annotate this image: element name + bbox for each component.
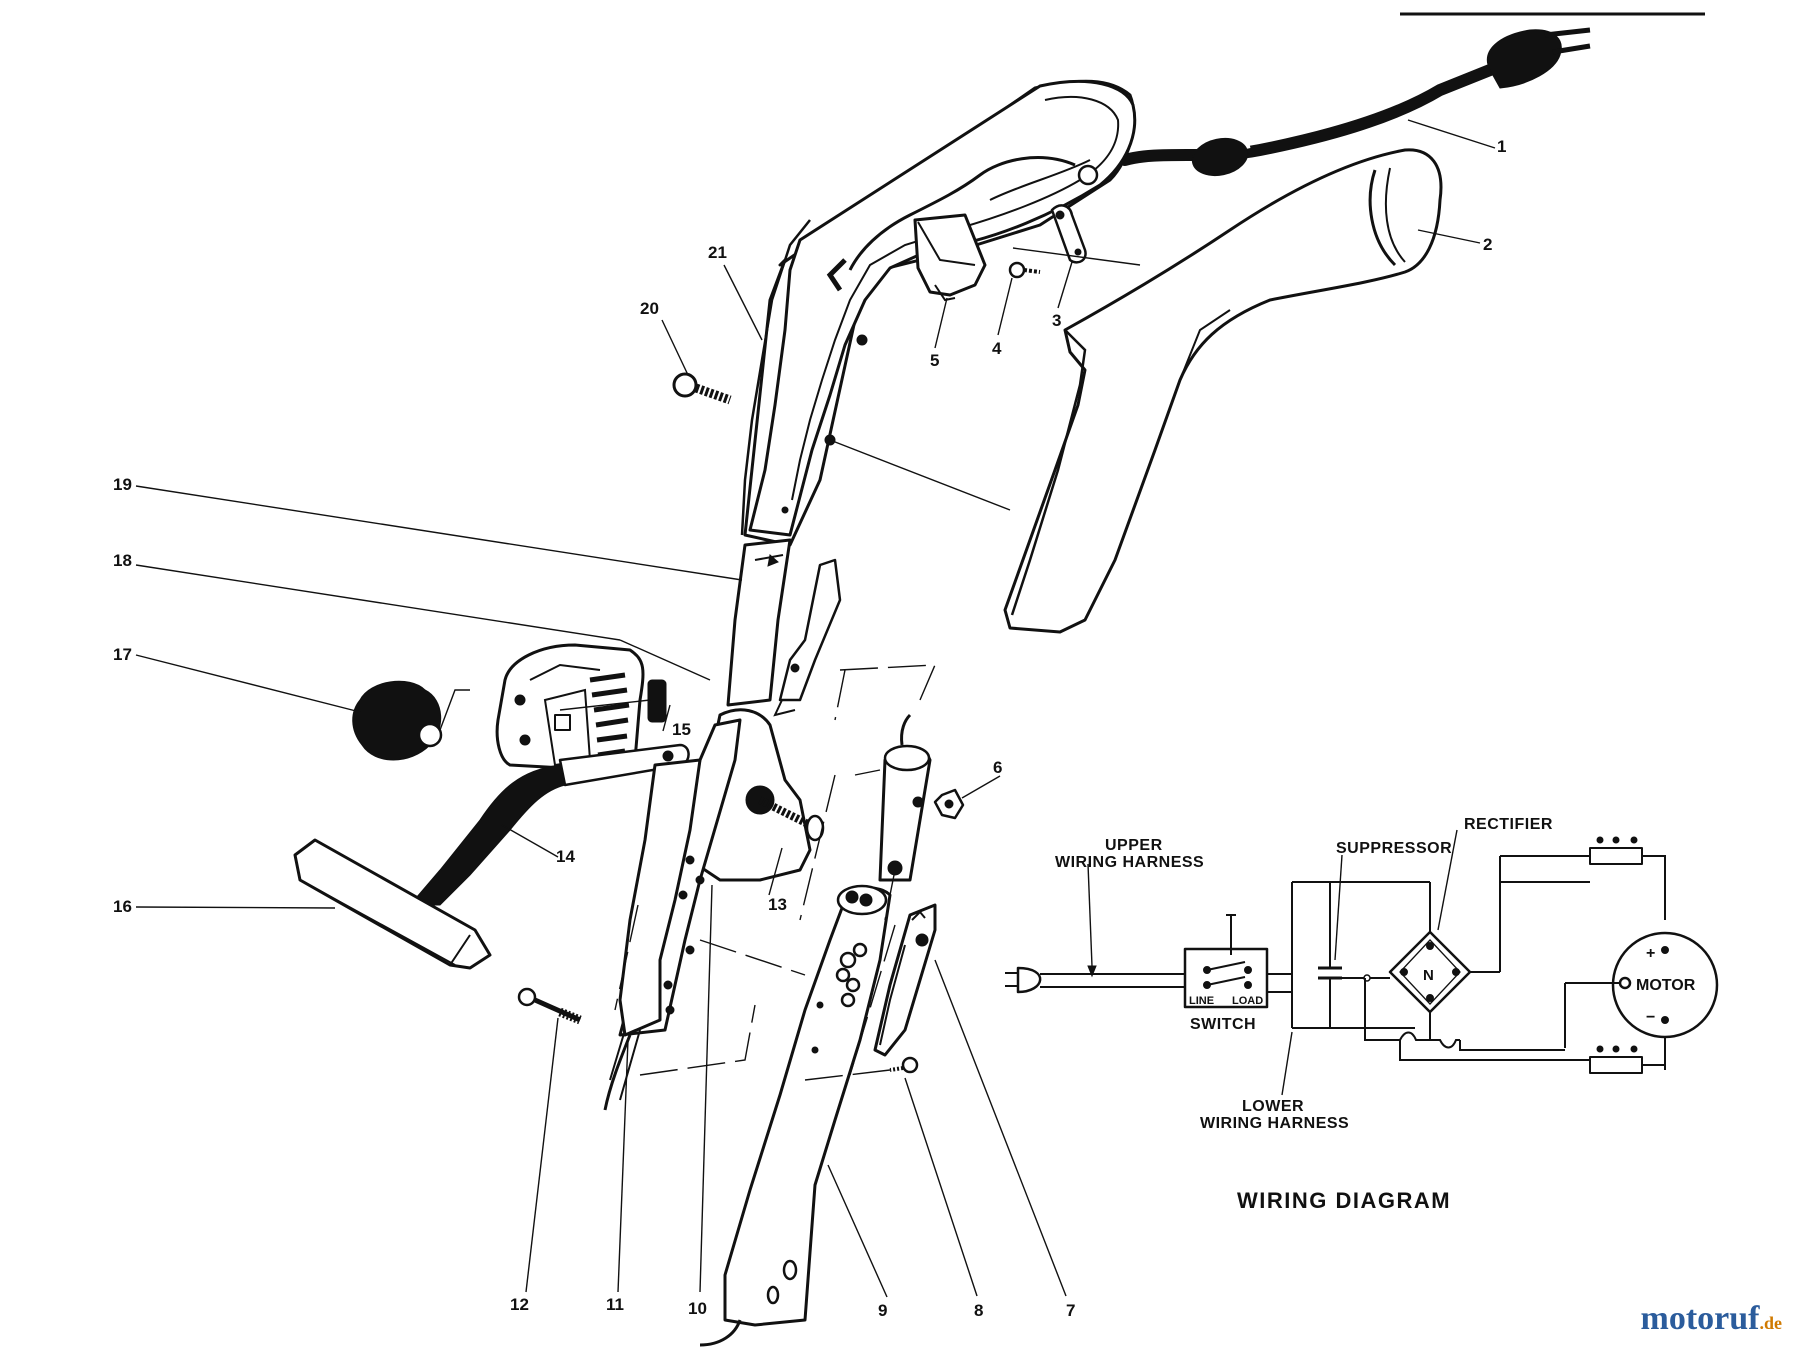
callout-13: 13 <box>768 895 787 914</box>
screw-4 <box>1008 261 1041 279</box>
switch-part <box>913 213 987 302</box>
lower-harness-label-1: LOWER <box>1242 1098 1304 1115</box>
lower-harness-label-2: WIRING HARNESS <box>1200 1115 1349 1132</box>
motor-plus: + <box>1646 945 1655 962</box>
screw-20 <box>672 372 732 405</box>
knob-17 <box>352 680 443 761</box>
wiring-diagram-title: WIRING DIAGRAM <box>1237 1188 1451 1213</box>
suppressor-label: SUPPRESSOR <box>1336 840 1452 857</box>
callout-19: 19 <box>113 475 132 494</box>
lower-tube <box>699 884 892 1347</box>
screw-8 <box>889 1056 919 1074</box>
callout-16: 16 <box>113 897 132 916</box>
callout-3: 3 <box>1052 311 1061 330</box>
lock-lever <box>873 903 937 1057</box>
callout-15: 15 <box>672 720 691 739</box>
switch-symbol <box>1183 947 1269 1009</box>
rectifier-mark: N <box>1423 967 1434 984</box>
lower-left-shaft <box>618 758 702 1037</box>
callout-9: 9 <box>878 1301 887 1320</box>
watermark-name: motoruf <box>1640 1300 1760 1337</box>
callout-5: 5 <box>930 351 939 370</box>
callout-1: 1 <box>1497 137 1506 156</box>
bolt-12 <box>517 987 582 1025</box>
watermark-logo: motoruf.de <box>1641 1300 1782 1338</box>
upper-harness-label-1: UPPER <box>1105 837 1163 854</box>
callout-14: 14 <box>556 847 575 866</box>
callout-6: 6 <box>993 758 1002 777</box>
housing-plate-19 <box>726 538 792 707</box>
callout-10: 10 <box>688 1299 707 1318</box>
callout-4: 4 <box>992 339 1002 358</box>
callout-18: 18 <box>113 551 132 570</box>
switch-load-label: LOAD <box>1232 995 1263 1007</box>
callout-8: 8 <box>974 1301 983 1320</box>
callout-21: 21 <box>708 243 727 262</box>
callout-2: 2 <box>1483 235 1492 254</box>
assembly-lines <box>439 247 1141 1081</box>
callout-20: 20 <box>640 299 659 318</box>
upper-tube-section <box>878 713 932 882</box>
upper-harness-label-2: WIRING HARNESS <box>1055 854 1204 871</box>
nut-6 <box>933 788 965 820</box>
switch-label: SWITCH <box>1190 1016 1256 1033</box>
plug-symbol <box>1016 966 1042 994</box>
motor-minus: − <box>1646 1009 1655 1026</box>
switch-line-label: LINE <box>1189 995 1214 1007</box>
power-cord <box>1119 27 1591 177</box>
handle-grip <box>1003 148 1443 634</box>
callout-11: 11 <box>606 1295 624 1314</box>
motor-label: MOTOR <box>1636 977 1696 994</box>
callout-12: 12 <box>510 1295 529 1314</box>
watermark-tld: .de <box>1759 1313 1783 1333</box>
handle-bar-16 <box>293 838 492 970</box>
callout-17: 17 <box>113 645 132 664</box>
rectifier-label: RECTIFIER <box>1464 816 1553 833</box>
callout-labels: 1 2 3 4 5 6 7 8 9 10 11 12 13 14 15 16 1… <box>113 137 1506 1320</box>
switch-cover-18 <box>773 558 842 717</box>
callout-7: 7 <box>1066 1301 1075 1320</box>
leader-lines <box>135 119 1496 1298</box>
cord-clip <box>1050 204 1087 264</box>
wiring-diagram: N UPPER WIRING HARNESS SUPPRE <box>1005 816 1719 1213</box>
